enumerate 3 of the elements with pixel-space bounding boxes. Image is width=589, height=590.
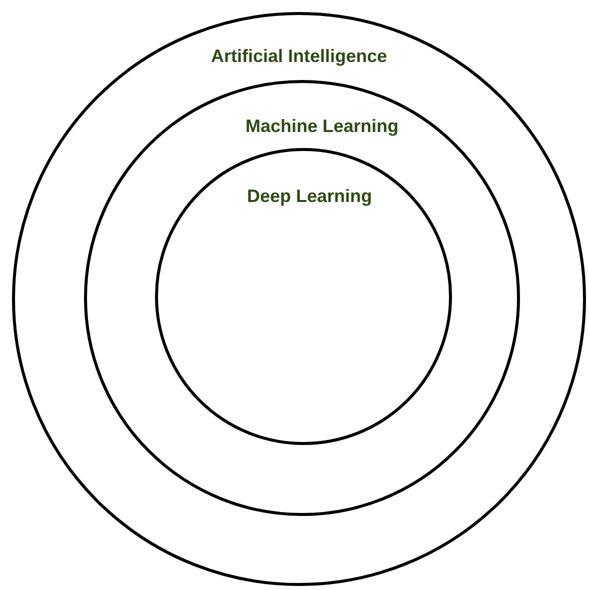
set-label: Artificial Intelligence <box>210 45 388 68</box>
set-label: Deep Learning <box>246 185 372 208</box>
set-label: Machine Learning <box>245 115 399 138</box>
